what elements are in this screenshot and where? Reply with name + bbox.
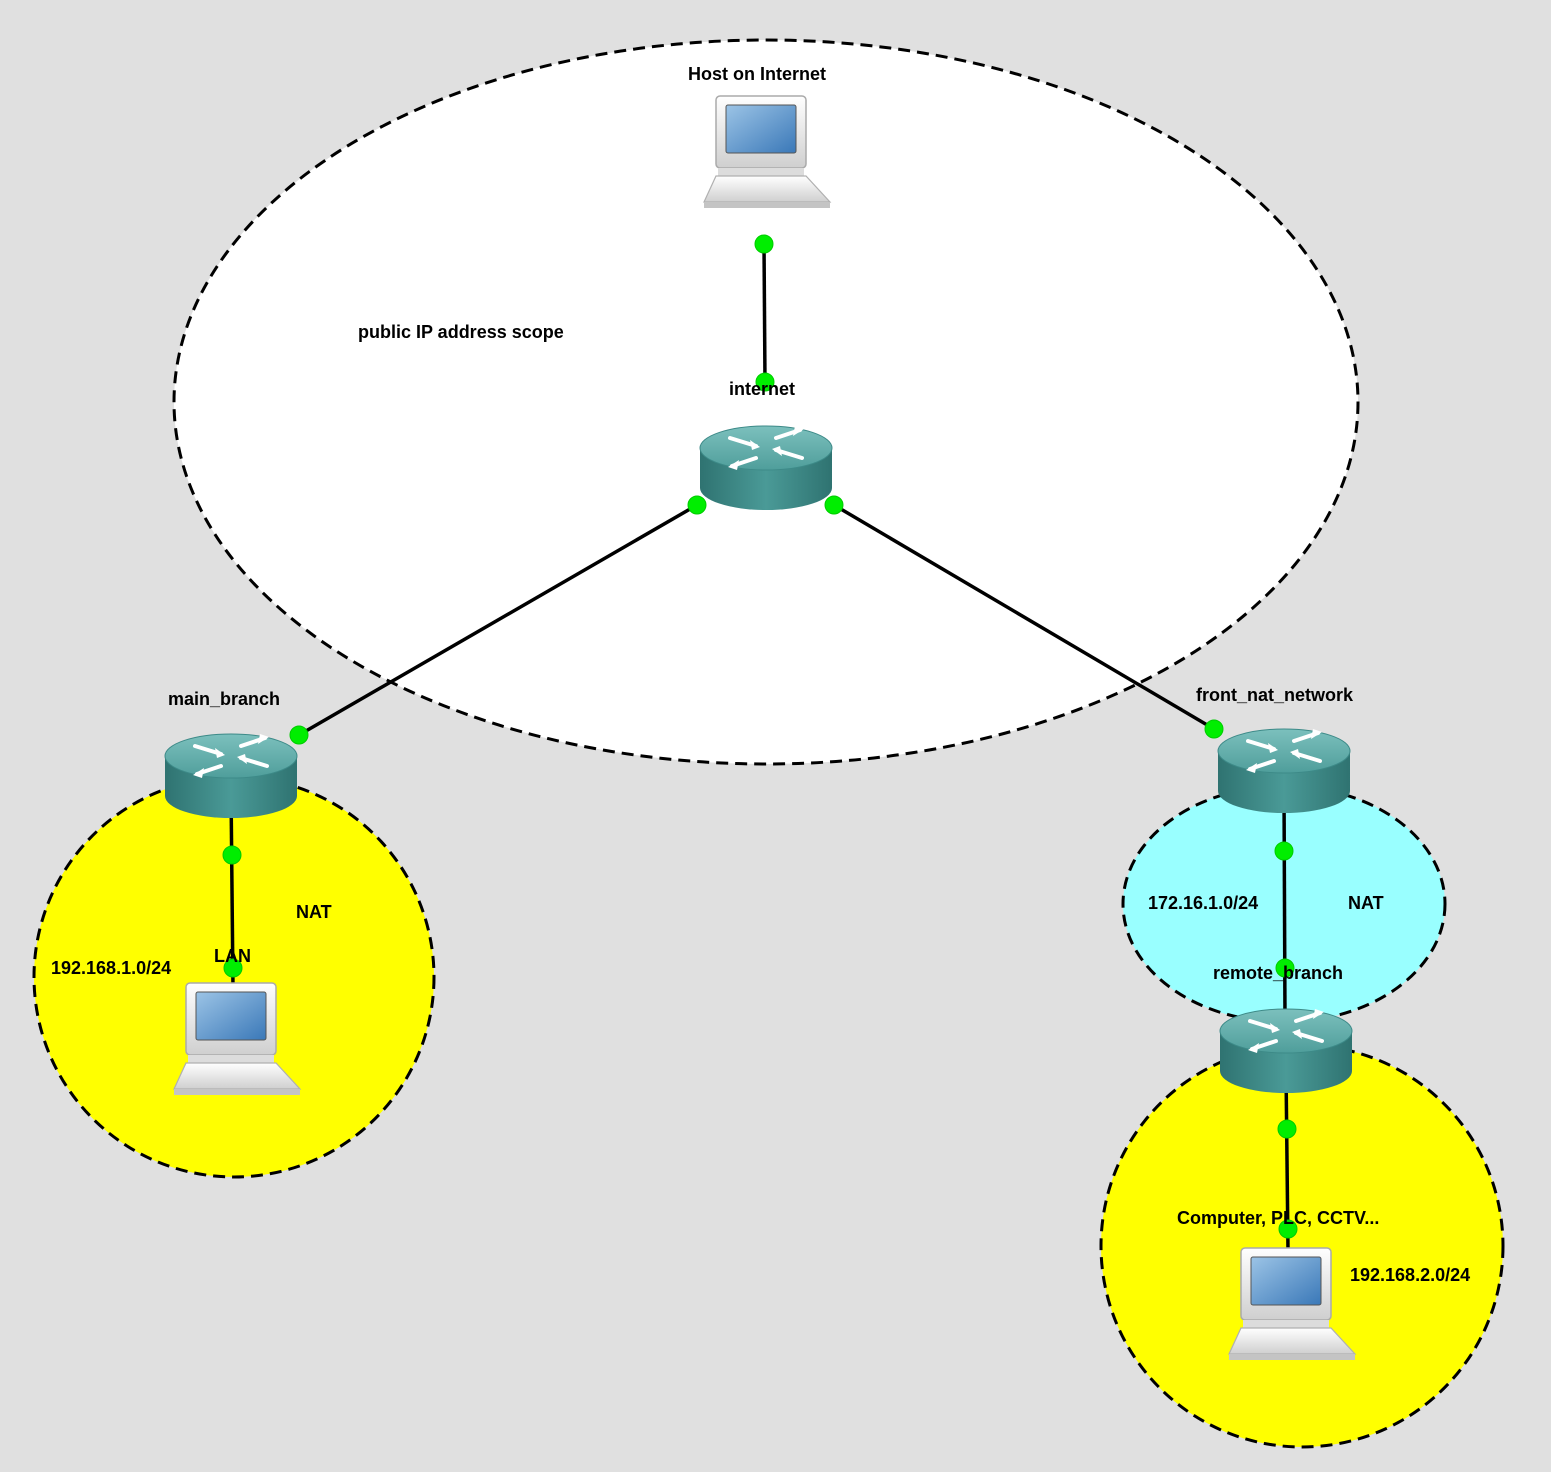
- port-dot: [687, 495, 707, 515]
- remote-subnet-label: 192.168.2.0/24: [1350, 1265, 1470, 1285]
- remote-lan-zone: [1099, 1043, 1505, 1449]
- remote-devices-label: Computer, PLC, CCTV...: [1177, 1208, 1379, 1228]
- port-dot: [754, 234, 774, 254]
- main-subnet-label: 192.168.1.0/24: [51, 958, 171, 978]
- port-dot: [1275, 958, 1295, 978]
- link-front-nat-remote-branch: [1282, 789, 1287, 1021]
- front-nat-network-label: front_nat_network: [1196, 685, 1354, 705]
- port-dot: [222, 845, 242, 865]
- port-dot: [1274, 841, 1294, 861]
- remote-branch-router-icon[interactable]: [1218, 1007, 1354, 1095]
- port-dot: [755, 372, 775, 392]
- public-scope-label: public IP address scope: [358, 322, 564, 342]
- link-internet-front-nat: [833, 503, 1215, 731]
- host-on-internet-label: Host on Internet: [688, 64, 826, 84]
- main-nat-label: NAT: [296, 902, 332, 922]
- main-branch-label: main_branch: [168, 689, 280, 709]
- port-dot: [1204, 719, 1224, 739]
- internet-router-icon[interactable]: [698, 424, 834, 512]
- front-nat-label: NAT: [1348, 893, 1384, 913]
- port-dot: [289, 725, 309, 745]
- public-ip-scope-zone: [172, 38, 1360, 766]
- remote-branch-label: remote_branch: [1213, 963, 1343, 983]
- link-internet-main-branch: [298, 503, 698, 737]
- main-branch-router-icon[interactable]: [163, 732, 299, 820]
- link-main-branch-lan: [229, 789, 235, 989]
- port-dot: [1277, 1119, 1297, 1139]
- front-nat-network-router-icon[interactable]: [1216, 727, 1352, 815]
- port-dot: [1278, 1219, 1298, 1239]
- lan-host-label: LAN: [214, 946, 251, 966]
- port-dot: [223, 958, 243, 978]
- port-dot: [824, 495, 844, 515]
- front-subnet-label: 172.16.1.0/24: [1148, 893, 1258, 913]
- link-host-internet: [762, 243, 767, 383]
- internet-router-label: internet: [729, 379, 795, 399]
